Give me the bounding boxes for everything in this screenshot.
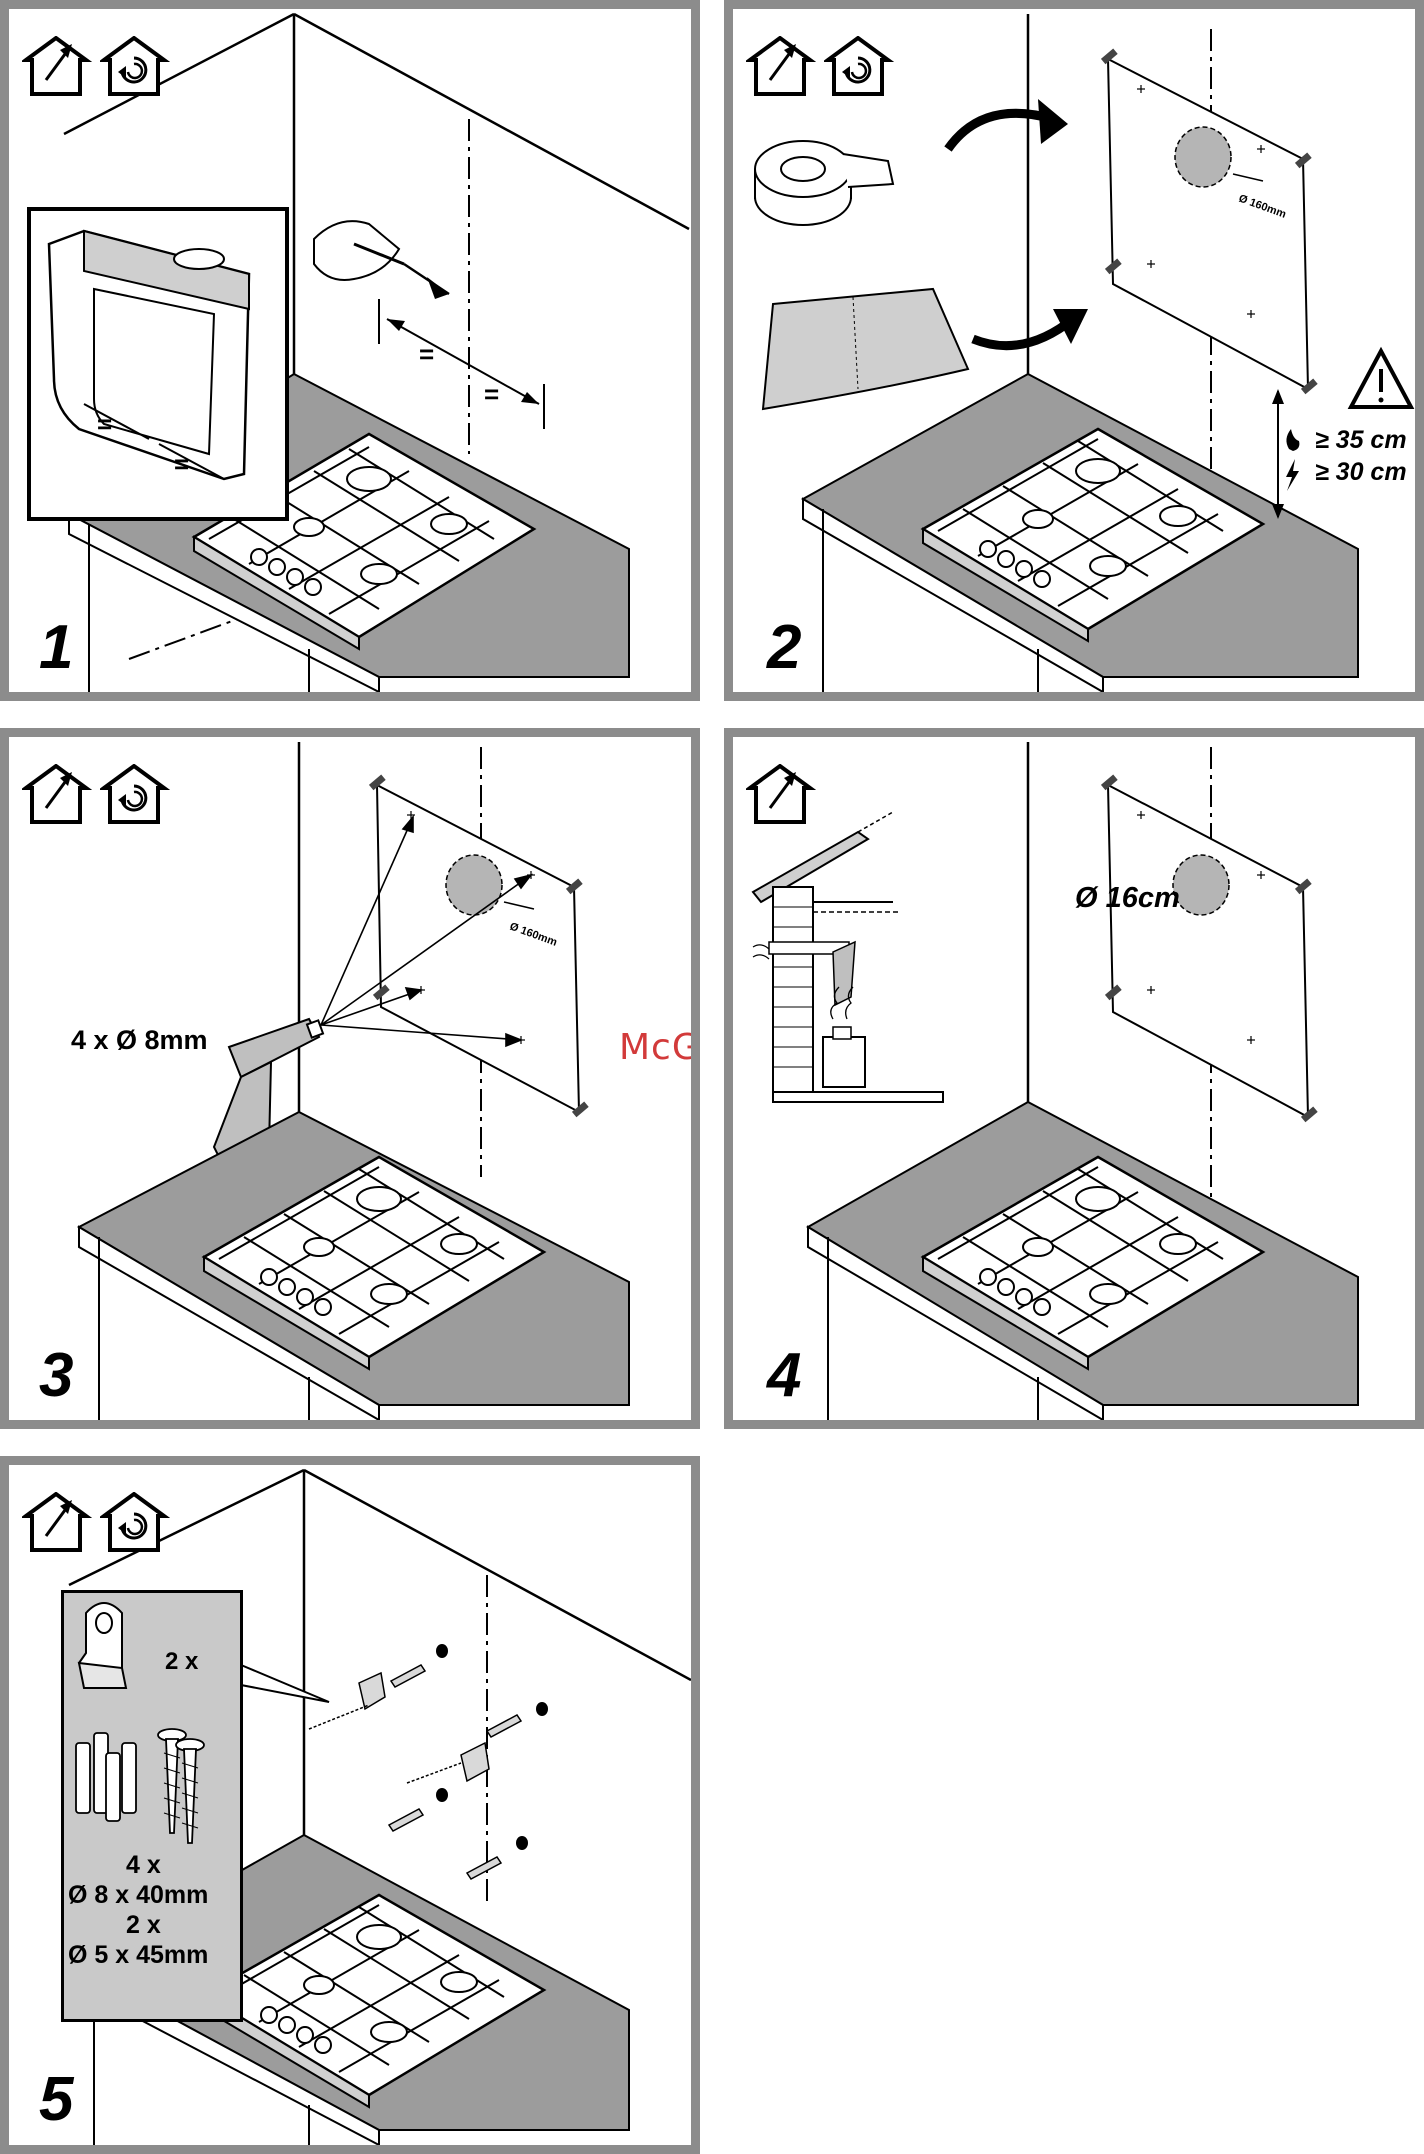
parts-kit-box: 2 x 4 x Ø 8 x 40mm 2 x Ø 5 x 45mm bbox=[61, 1590, 243, 2022]
recirculation-icon bbox=[824, 36, 894, 98]
screws-qty-label: 2 x bbox=[126, 1911, 161, 1940]
equal-mark-2: = bbox=[484, 379, 499, 410]
step-number: 3 bbox=[39, 1345, 73, 1407]
gas-flame-icon bbox=[1286, 429, 1299, 451]
illustration-step-4 bbox=[733, 737, 1415, 1420]
ducted-exhaust-icon bbox=[22, 36, 92, 98]
step-number: 2 bbox=[767, 617, 801, 679]
plugs-size-label: Ø 8 x 40mm bbox=[68, 1881, 208, 1910]
panel-step-1: = = = = 1 bbox=[0, 0, 700, 701]
illustration-step-3: Ø 160mm bbox=[9, 737, 691, 1420]
ducted-exhaust-icon bbox=[746, 36, 816, 98]
illustration-step-1 bbox=[9, 9, 691, 692]
ducted-exhaust-icon bbox=[22, 1492, 92, 1554]
step-number: 4 bbox=[767, 1345, 801, 1407]
ducted-exhaust-icon bbox=[746, 764, 816, 826]
electric-bolt-icon bbox=[1286, 459, 1299, 491]
recirculation-icon bbox=[100, 36, 170, 98]
panel-step-4: Ø 16cm 4 bbox=[724, 728, 1424, 1429]
plugs-qty-label: 4 x bbox=[126, 1851, 161, 1880]
step-number: 1 bbox=[39, 617, 73, 679]
brackets-qty-label: 2 x bbox=[165, 1648, 198, 1676]
watermark-text: McGrp.Ru bbox=[619, 1027, 700, 1068]
step-number: 5 bbox=[39, 2069, 73, 2131]
drill-spec-label: 4 x Ø 8mm bbox=[71, 1025, 208, 1056]
illustration-step-2: Ø 160mm bbox=[733, 9, 1415, 692]
recirculation-icon bbox=[100, 1492, 170, 1554]
panel-step-3: Ø 160mm bbox=[0, 728, 700, 1429]
recirculation-icon bbox=[100, 764, 170, 826]
ducted-exhaust-icon bbox=[22, 764, 92, 826]
panel-step-5: 2 x 4 x Ø 8 x 40mm 2 x Ø 5 x 45mm 5 bbox=[0, 1456, 700, 2154]
hole-diameter-label: Ø 16cm bbox=[1075, 882, 1180, 915]
panel-step-2: Ø 160mm bbox=[724, 0, 1424, 701]
equal-mark-3: = bbox=[97, 409, 112, 440]
equal-mark-1: = bbox=[419, 339, 434, 370]
screws-size-label: Ø 5 x 45mm bbox=[68, 1941, 208, 1970]
electric-clearance-label: ≥ 30 cm bbox=[1315, 458, 1407, 487]
gas-clearance-label: ≥ 35 cm bbox=[1315, 426, 1407, 455]
equal-mark-4: = bbox=[174, 449, 189, 480]
